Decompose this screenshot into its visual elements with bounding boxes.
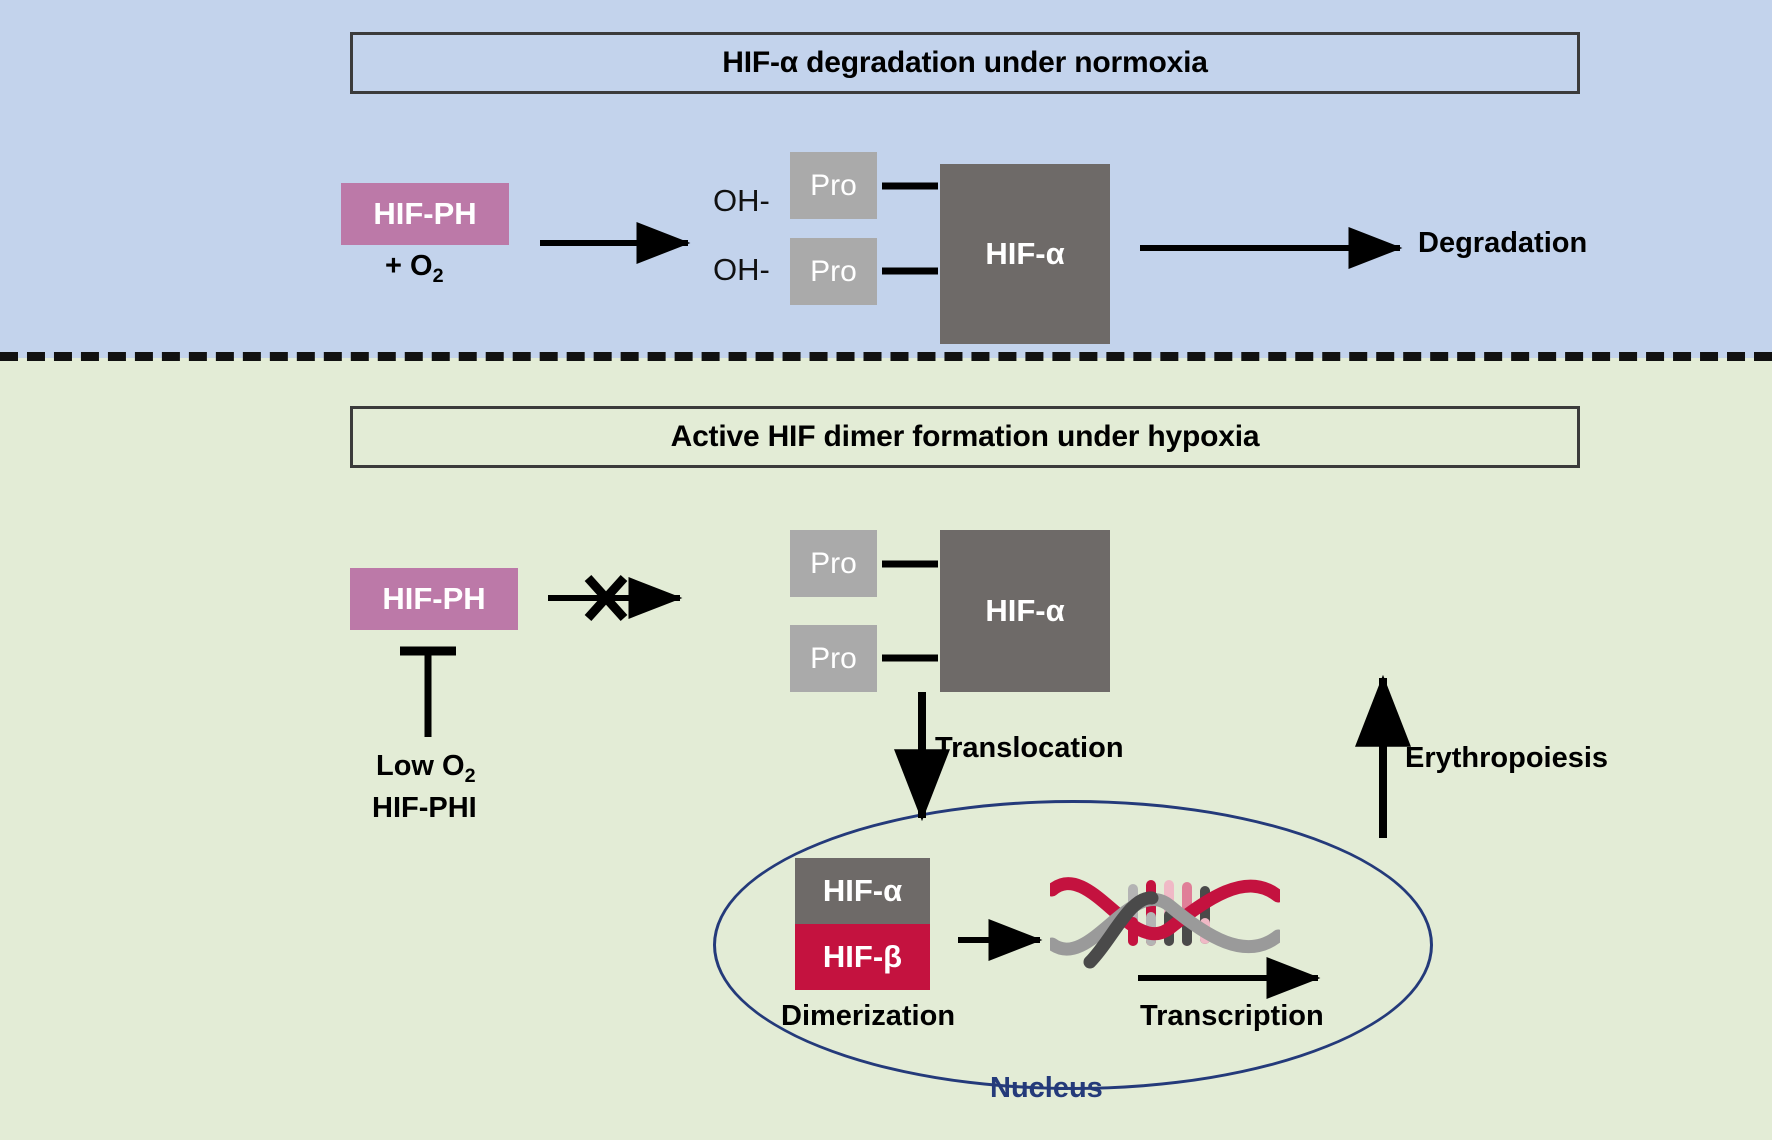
- oxygen-subscript: 2: [432, 264, 444, 287]
- hypoxia-inhibitor-label-line1: Low O2: [376, 750, 476, 788]
- low-oxygen-text: Low O: [376, 750, 465, 782]
- normoxia-hif-ph-label: HIF-PH: [373, 196, 477, 231]
- hypoxia-pro-box-top: Pro: [790, 530, 877, 597]
- oxygen-text: + O: [385, 250, 433, 282]
- hypoxia-pro-bottom-label: Pro: [810, 641, 857, 675]
- dna-strand-dark-segment: [1083, 891, 1159, 969]
- hypoxia-pro-box-bottom: Pro: [790, 625, 877, 692]
- hypoxia-pro-top-label: Pro: [810, 546, 857, 580]
- normoxia-hif-alpha-box: HIF-α: [940, 164, 1110, 344]
- dimerization-label: Dimerization: [781, 1000, 956, 1032]
- normoxia-pro-box-top: Pro: [790, 152, 877, 219]
- nucleus-boundary: [713, 800, 1433, 1090]
- hypoxia-hif-alpha-label: HIF-α: [985, 593, 1065, 628]
- normoxia-hif-ph-box: HIF-PH: [341, 183, 509, 245]
- hypoxia-title-text: Active HIF dimer formation under hypoxia: [670, 420, 1260, 453]
- erythropoiesis-label: Erythropoiesis: [1405, 742, 1609, 774]
- hypoxia-hif-alpha-box: HIF-α: [940, 530, 1110, 692]
- normoxia-pro-box-bottom: Pro: [790, 238, 877, 305]
- normoxia-hydroxyl-bottom-label: OH-: [713, 252, 770, 287]
- normoxia-title-text: HIF-α degradation under normoxia: [722, 46, 1208, 79]
- normoxia-hif-alpha-label: HIF-α: [985, 236, 1065, 271]
- nucleus-label: Nucleus: [990, 1072, 1103, 1104]
- normoxia-pro-bottom-label: Pro: [810, 254, 857, 288]
- hypoxia-title-box: Active HIF dimer formation under hypoxia: [350, 406, 1580, 468]
- dimer-hif-beta-label: HIF-β: [822, 939, 903, 974]
- dna-double-helix-icon: [1050, 877, 1280, 969]
- dimer-hif-beta-box: HIF-β: [795, 924, 930, 990]
- normoxia-degradation-label: Degradation: [1418, 227, 1588, 259]
- hypoxia-inhibitor-label-line2: HIF-PHI: [372, 792, 477, 824]
- dimer-hif-alpha-label: HIF-α: [822, 873, 903, 908]
- transcription-label: Transcription: [1140, 1000, 1324, 1032]
- dna-strand-crimson: [1050, 877, 1280, 941]
- normoxia-hydroxyl-top-label: OH-: [713, 183, 770, 218]
- hypoxia-hif-ph-label: HIF-PH: [382, 581, 486, 616]
- normoxia-title-box: HIF-α degradation under normoxia: [350, 32, 1580, 94]
- low-oxygen-subscript: 2: [464, 764, 476, 787]
- normoxia-panel: [0, 0, 1772, 358]
- dimer-hif-alpha-box: HIF-α: [795, 858, 930, 924]
- dna-strand-grey: [1050, 893, 1280, 956]
- normoxia-oxygen-label: + O2: [385, 250, 444, 288]
- panel-divider: [0, 352, 1772, 361]
- hypoxia-hif-ph-box: HIF-PH: [350, 568, 518, 630]
- translocation-label: Translocation: [935, 732, 1124, 764]
- normoxia-pro-top-label: Pro: [810, 168, 857, 202]
